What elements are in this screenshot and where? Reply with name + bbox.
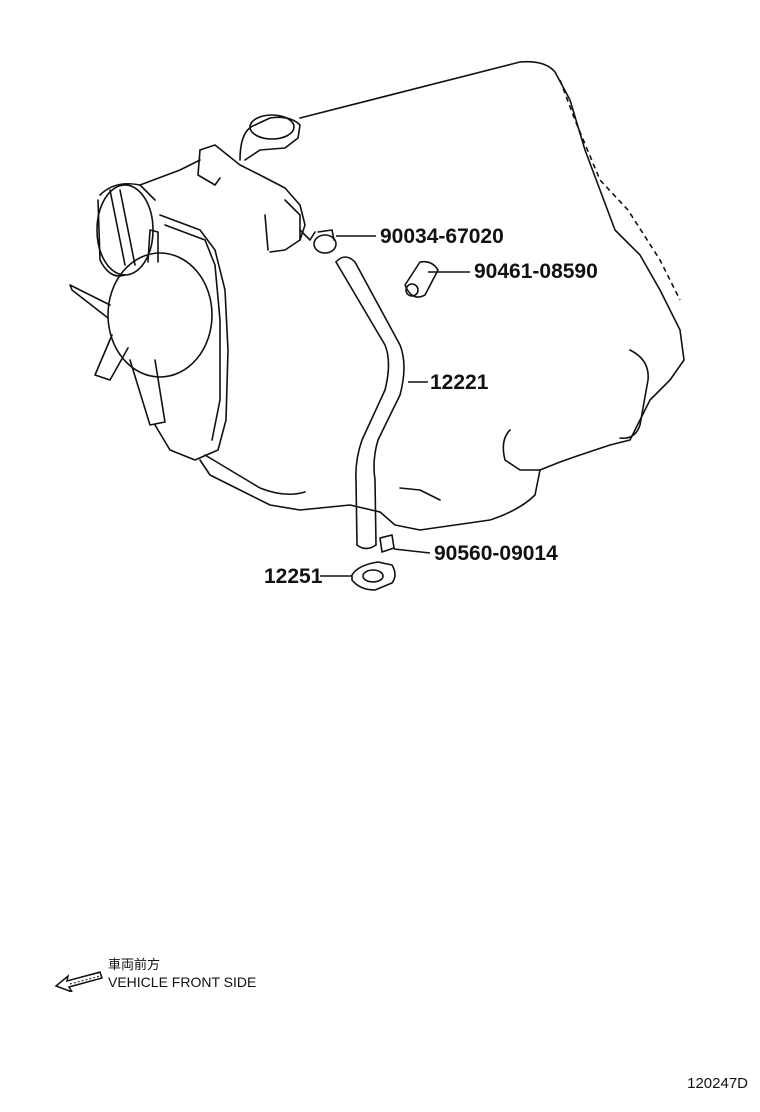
- hose-clip-part: [313, 229, 337, 254]
- legend-japanese-text: 車両前方: [108, 958, 161, 973]
- leader-lines: [320, 235, 470, 577]
- part-label-12221: 12221: [430, 371, 489, 394]
- engine-block-illustration: [69, 60, 685, 531]
- vehicle-front-legend: 車両前方 VEHICLE FRONT SIDE: [54, 954, 294, 994]
- pipe-flange-part: [351, 561, 396, 591]
- hose-clamp-part: [404, 260, 439, 298]
- part-label-90560-09014: 90560-09014: [434, 542, 558, 565]
- figure-code: 120247D: [687, 1075, 748, 1092]
- legend-english-text: VEHICLE FRONT SIDE: [108, 974, 257, 990]
- ventilation-hose-part: [335, 256, 405, 550]
- part-label-90461-08590: 90461-08590: [474, 260, 598, 283]
- part-label-90034-67020: 90034-67020: [380, 225, 504, 248]
- part-label-12251: 12251: [264, 565, 323, 588]
- arrow-left-icon: [54, 971, 103, 992]
- union-gasket-part: [379, 534, 395, 553]
